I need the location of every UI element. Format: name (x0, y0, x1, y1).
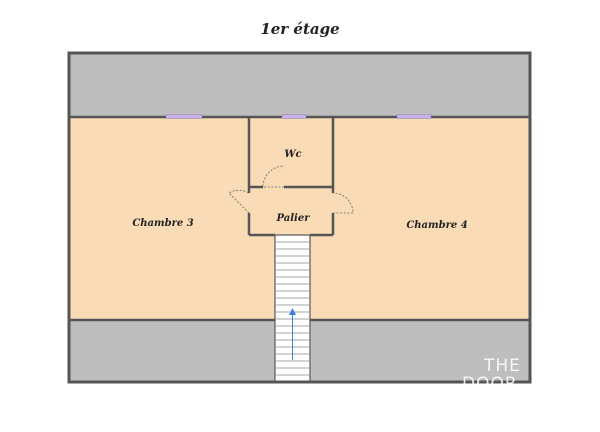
label-palier: Palier (276, 213, 311, 224)
window-wc (281, 114, 307, 119)
room-chambre-3 (69, 117, 249, 320)
watermark-line-2: DOOR (462, 374, 518, 394)
attic-bottom-right (310, 320, 530, 382)
label-wc: Wc (284, 149, 301, 160)
outer-wall (67, 51, 532, 384)
room-palier (249, 187, 333, 235)
room-chambre-4 (333, 117, 530, 320)
room-wc (249, 117, 333, 187)
room-chambre-3-lower (249, 235, 275, 320)
window-chambre-3 (165, 114, 203, 119)
door-chambre-4-swing (332, 192, 354, 214)
floor-title: 1er étage (260, 20, 340, 38)
attic-top (69, 53, 530, 117)
doors (228, 165, 354, 214)
window-chambre-4 (396, 114, 432, 119)
label-chambre-4: Chambre 4 (406, 220, 467, 231)
room-chambre-4-lower (310, 235, 333, 320)
label-chambre-3: Chambre 3 (132, 218, 193, 229)
attic-bottom-left (69, 320, 275, 382)
windows (165, 114, 432, 119)
door-chambre-3-swing (228, 189, 250, 214)
watermark-line-1: THE (484, 356, 521, 376)
stair-arrow-icon (289, 308, 296, 315)
staircase (274, 234, 311, 383)
